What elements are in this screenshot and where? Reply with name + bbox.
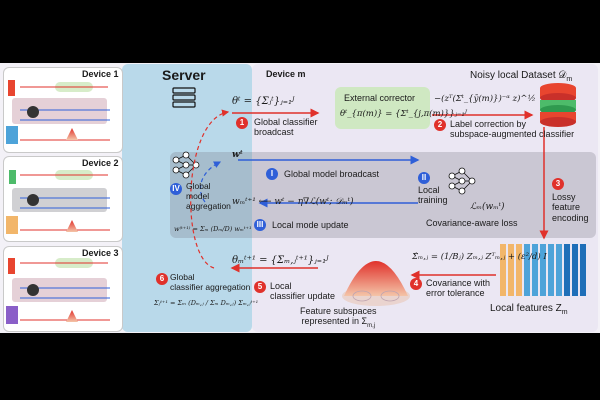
step-4-number: 4 — [410, 278, 422, 290]
corrector-title: External corrector — [344, 93, 416, 103]
feature-subspace-cone — [342, 261, 410, 306]
step-IV-math: w⁽ᵗ⁺¹⁾ = Σₘ (Dₘ/D) wₘᵗ⁺¹ — [174, 225, 252, 233]
step-II-loss-label: Covariance-aware loss — [426, 218, 518, 228]
step-3-label: Lossy feature encoding — [552, 192, 589, 223]
step-IV-label: Global model aggregation — [186, 181, 231, 211]
step-IV-number: IV — [170, 183, 182, 195]
step-2-math: −(zᵀ(Σᵗ_{ȳ(m)})⁻ᵅ z)^½ — [434, 94, 536, 104]
device-3-drawing — [6, 258, 110, 324]
database-icon — [540, 83, 576, 127]
step-1-number: 1 — [236, 117, 248, 129]
feature-bar — [540, 244, 546, 296]
local-network-icon — [448, 167, 476, 195]
feature-bar — [524, 244, 530, 296]
device-m-title: Device m — [266, 69, 306, 79]
feature-bar — [532, 244, 538, 296]
feature-bar — [572, 244, 578, 296]
feature-bar — [516, 244, 522, 296]
device-2-title: Device 2 — [82, 158, 119, 168]
server-title: Server — [162, 67, 206, 83]
step-I-label: Global model broadcast — [284, 169, 380, 179]
device-1-drawing — [6, 80, 110, 144]
step-6-label: Global classifier aggregation — [170, 272, 251, 292]
dataset-label: Noisy local Dataset 𝒟m — [470, 70, 573, 83]
step-III-math: wₘᵗ⁺¹ ⟵ wᵗ − η∇ℒ(wᵗ; 𝒟ₘᵗ) — [232, 197, 354, 207]
external-corrector-box — [335, 87, 430, 129]
feature-bar — [556, 244, 562, 296]
model-training-band — [170, 152, 596, 238]
step-II-label: Local training — [418, 185, 448, 206]
step-5-math: θₘᵗ⁺¹ = {Σₘ,ⱼᵗ⁺¹}ⱼ₌₁ᴶ — [232, 255, 329, 266]
step-III-number: III — [254, 219, 266, 231]
step-1-label: Global classifier broadcast — [254, 117, 318, 138]
step-2-number: 2 — [434, 119, 446, 131]
arrow-model-aggregation-loop — [199, 161, 222, 203]
feature-bar — [508, 244, 514, 296]
corrector-math: θᵗ_{π(m)} = {Σᵗ_{j,π(m)}}ⱼ₌₁ᴶ — [340, 109, 467, 119]
feature-bar — [500, 244, 506, 296]
step-5-label: Local classifier update — [270, 281, 336, 302]
step-II-math: ℒₘ(wₘᵗ) — [470, 202, 505, 212]
server-icon — [172, 87, 196, 108]
server-network-icon — [172, 151, 200, 179]
device-3-title: Device 3 — [82, 248, 119, 258]
step-6-number: 6 — [156, 273, 168, 285]
step-I-number: I — [266, 168, 278, 180]
step-1-math: θᵗ = {Σⱼᵗ}ⱼ₌₁ᴶ — [232, 96, 295, 107]
step-2-label: Label correction by subspace-augmented c… — [450, 119, 575, 140]
step-4-label: Covariance with error tolerance — [426, 278, 491, 299]
step-II-number: II — [418, 172, 430, 184]
device-2-drawing — [6, 170, 110, 234]
feature-bar — [580, 244, 586, 296]
step-III-label: Local mode update — [272, 220, 349, 230]
step-3-number: 3 — [552, 178, 564, 190]
feature-bar — [564, 244, 570, 296]
step-4-math: Σ̂ₘ,ⱼ = (1/Bⱼ) Zₘ,ⱼ Zᵀₘ,ⱼ + (ε²/d) I — [412, 252, 547, 262]
arrow-aggregation-loop — [190, 109, 230, 269]
feature-subspaces-label: Feature subspaces represented in Σm,j — [300, 306, 377, 330]
device-1-title: Device 1 — [82, 69, 119, 79]
step-5-number: 5 — [254, 281, 266, 293]
feature-bar — [548, 244, 554, 296]
step-I-math: wᵗ — [232, 150, 244, 160]
local-feature-bars — [500, 244, 586, 296]
step-6-math: Σⱼᵗ⁺¹ = Σₘ (Dₘ,ⱼ / Σₘ Dₘ,ⱼ) Σₘ,ⱼᵗ⁺¹ — [154, 299, 259, 307]
server-panel — [122, 64, 252, 332]
local-features-label: Local features Zm — [490, 303, 568, 316]
